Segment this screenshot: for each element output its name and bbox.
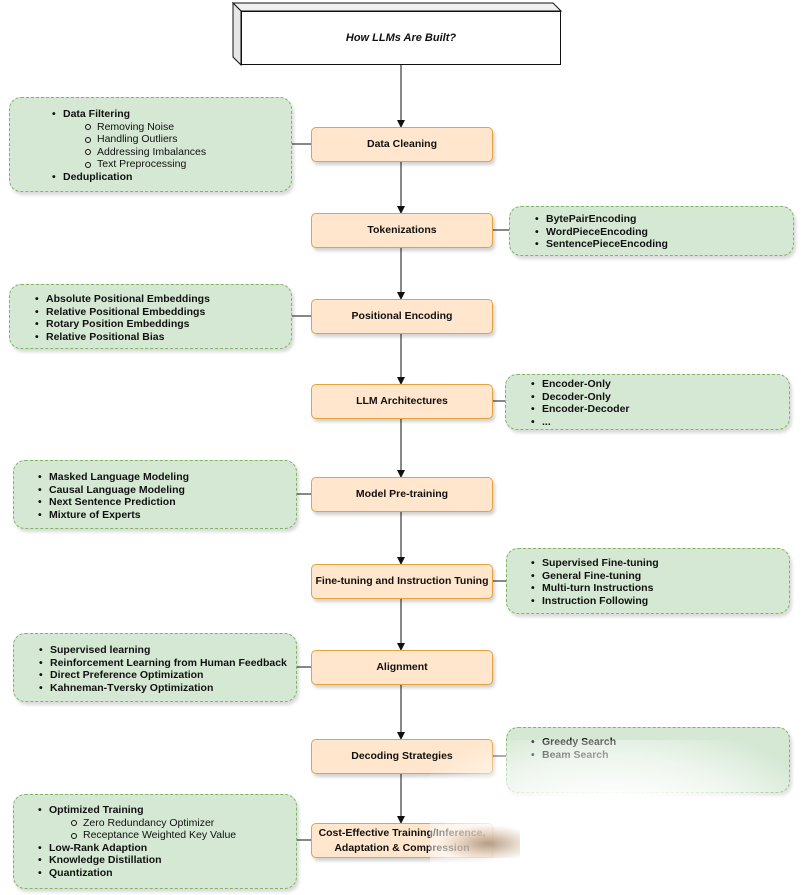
step-fine-tuning: Fine-tuning and Instruction Tuning (311, 564, 493, 599)
note-subitem: Text Preprocessing (63, 158, 291, 171)
note-item: Next Sentence Prediction (38, 496, 296, 509)
note-item: Masked Language Modeling (38, 471, 296, 484)
diagram-title: How LLMs Are Built? (241, 11, 561, 65)
note-positional-encoding: Absolute Positional EmbeddingsRelative P… (9, 284, 292, 349)
step-tokenizations: Tokenizations (311, 213, 493, 248)
note-item: Rotary Position Embeddings (35, 318, 291, 331)
note-item: Causal Language Modeling (38, 484, 296, 497)
note-item: Mixture of Experts (38, 509, 296, 522)
note-item: BytePairEncoding (535, 213, 793, 226)
note-item: Multi-turn Instructions (531, 582, 789, 595)
note-subitem: Handling Outliers (63, 133, 291, 146)
note-item: Low-Rank Adaption (38, 842, 296, 855)
note-item: Decoder-Only (531, 391, 789, 404)
step-alignment: Alignment (311, 650, 493, 685)
step-llm-architectures: LLM Architectures (311, 384, 493, 419)
note-subitem: Receptance Weighted Key Value (49, 829, 296, 842)
note-llm-architectures: Encoder-OnlyDecoder-OnlyEncoder-Decoder.… (505, 374, 790, 430)
note-subitem: Addressing Imbalances (63, 146, 291, 159)
note-list: Masked Language ModelingCausal Language … (38, 471, 296, 522)
note-tokenizations: BytePairEncodingWordPieceEncodingSentenc… (509, 206, 794, 256)
note-item: ... (531, 416, 789, 429)
note-item: Greedy Search (531, 736, 789, 749)
note-list: Greedy SearchBeam Search (531, 736, 789, 762)
note-item: Knowledge Distillation (38, 854, 296, 867)
note-list: Encoder-OnlyDecoder-OnlyEncoder-Decoder.… (531, 378, 789, 429)
step-model-pre-training: Model Pre-training (311, 477, 493, 512)
note-item: Supervised learning (39, 644, 296, 657)
note-item: Encoder-Decoder (531, 403, 789, 416)
note-item: Encoder-Only (531, 378, 789, 391)
note-item: Kahneman-Tversky Optimization (39, 682, 296, 695)
note-list: BytePairEncodingWordPieceEncodingSentenc… (535, 213, 793, 251)
note-model-pre-training: Masked Language ModelingCausal Language … (13, 460, 297, 529)
note-list: Supervised Fine-tuningGeneral Fine-tunin… (531, 557, 789, 608)
note-item: Quantization (38, 867, 296, 880)
note-list: Supervised learningReinforcement Learnin… (39, 644, 296, 695)
note-item: Absolute Positional Embeddings (35, 293, 291, 306)
note-item: SentencePieceEncoding (535, 238, 793, 251)
note-item: Reinforcement Learning from Human Feedba… (39, 657, 296, 670)
note-subitem: Zero Redundancy Optimizer (49, 817, 296, 830)
note-item: Supervised Fine-tuning (531, 557, 789, 570)
step-decoding-strategies: Decoding Strategies (311, 739, 493, 774)
note-item: Deduplication (52, 171, 291, 184)
step-positional-encoding: Positional Encoding (311, 299, 493, 334)
note-item: Instruction Following (531, 595, 789, 608)
step-cost-effective: Cost-Effective Training/Inference, Adapt… (311, 823, 493, 858)
note-item: Optimized Training (38, 804, 296, 817)
note-item: WordPieceEncoding (535, 226, 793, 239)
note-item: Relative Positional Bias (35, 331, 291, 344)
title-box-depth (231, 1, 563, 67)
note-item: Relative Positional Embeddings (35, 306, 291, 319)
note-item: Direct Preference Optimization (39, 669, 296, 682)
note-list: Absolute Positional EmbeddingsRelative P… (35, 293, 291, 344)
note-alignment: Supervised learningReinforcement Learnin… (13, 633, 297, 702)
note-item: Beam Search (531, 749, 789, 762)
note-item: Data Filtering (52, 108, 291, 121)
step-data-cleaning: Data Cleaning (311, 127, 493, 162)
note-fine-tuning: Supervised Fine-tuningGeneral Fine-tunin… (506, 548, 790, 614)
note-subitem: Removing Noise (63, 121, 291, 134)
note-decoding-strategies: Greedy SearchBeam Search (506, 727, 790, 793)
note-item: General Fine-tuning (531, 570, 789, 583)
